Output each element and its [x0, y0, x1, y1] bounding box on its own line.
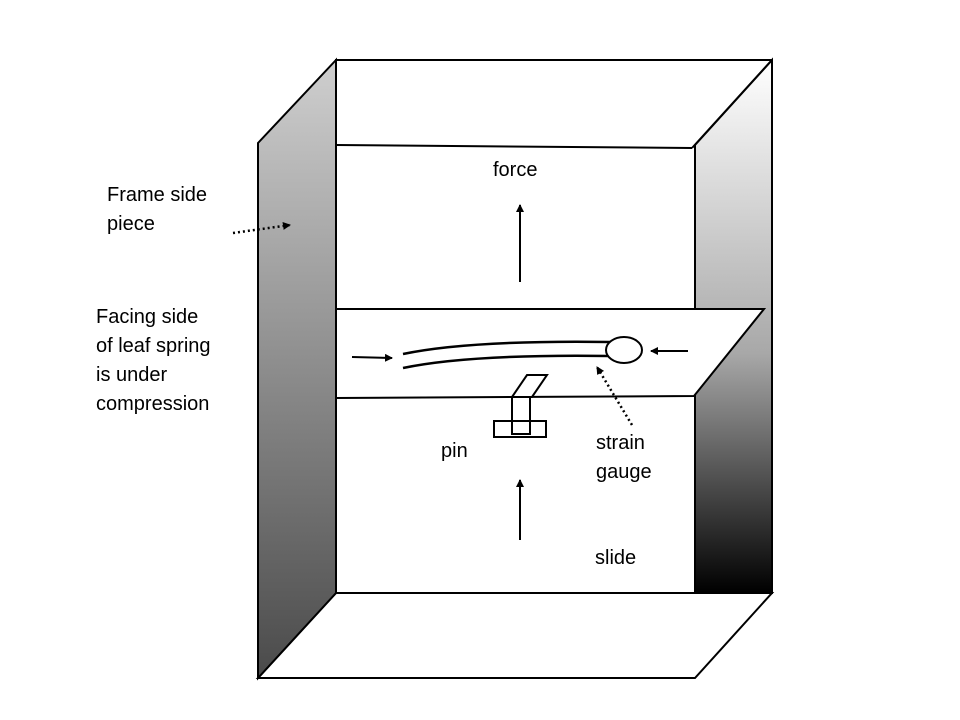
slide-label: slide: [595, 547, 637, 569]
pin-stem: [511, 396, 531, 435]
compression-arrow-left: [351, 353, 393, 362]
pin-body: [493, 420, 547, 438]
strain-gauge-ellipse: [605, 336, 643, 364]
leaf-spring-top-edge: [402, 340, 611, 356]
pin-label: pin: [441, 440, 468, 462]
frame-top-right-edge: [691, 59, 773, 149]
frame-left-side-piece: [257, 57, 337, 681]
frame-bottom-piece: [255, 592, 775, 679]
frame-side-piece-label: Frame side piece: [107, 184, 208, 235]
pin-upper-tab: [510, 374, 549, 398]
force-label: force: [493, 159, 538, 181]
strain-gauge-pointer: [595, 366, 634, 426]
leaf-spring-bottom-edge: [402, 354, 611, 370]
leaf-spring-note-label: Facing side of leaf spring is under comp…: [96, 306, 211, 415]
frame-top-crossbar: [335, 144, 693, 149]
slide-plate: [335, 308, 767, 400]
strain-gauge-label: strain gauge: [596, 432, 652, 483]
